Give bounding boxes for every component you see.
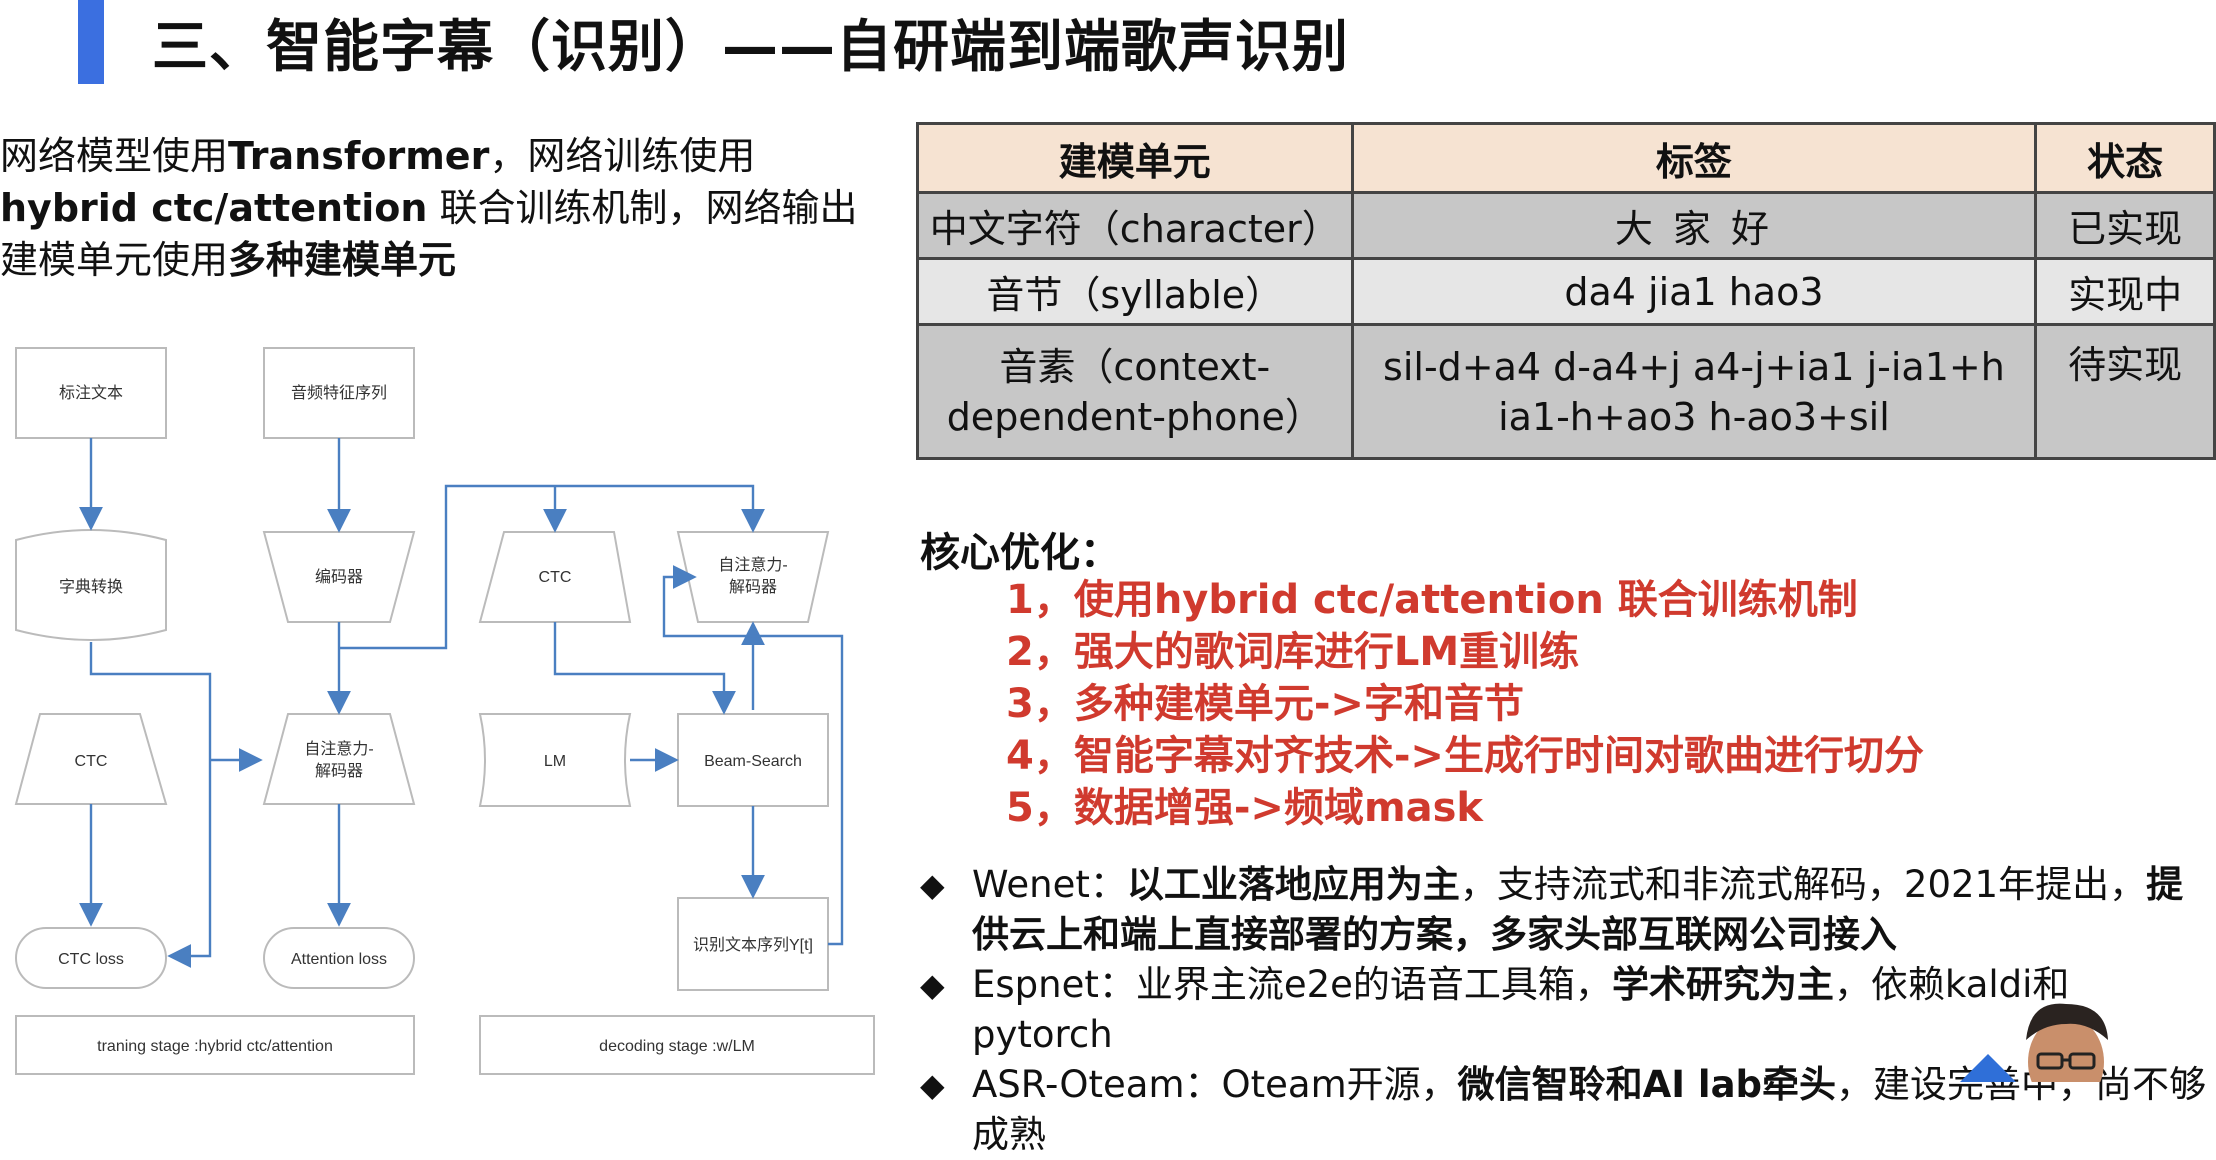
intro-bold: hybrid ctc/attention <box>0 186 428 230</box>
table-cell: 已实现 <box>2034 191 2216 260</box>
lm-box <box>478 713 632 807</box>
bold-text: 学术研究为主 <box>1611 963 1834 1006</box>
table-row: 音节（syllable） da4 jia1 hao3 实现中 <box>916 257 2216 326</box>
list-item: 3，多种建模单元->字和音节 <box>1006 681 1524 727</box>
bullet-text: Espnet：业界主流e2e的语音工具箱，学术研究为主，依赖kaldi和pyto… <box>972 960 2210 1060</box>
decode-stage-box <box>479 1015 875 1075</box>
list-item: 4，智能字幕对齐技术->生成行时间对歌曲进行切分 <box>1006 733 1924 779</box>
modeling-unit-table: 建模单元 标签 状态 中文字符（character） 大 家 好 已实现 音节（… <box>916 122 2216 460</box>
ctc-left-box <box>14 713 168 805</box>
intro-paragraph: 网络模型使用Transformer，网络训练使用 hybrid ctc/atte… <box>0 130 880 286</box>
text: Wenet： <box>972 863 1127 906</box>
dict-convert-box <box>15 529 167 641</box>
decoder-top-box <box>676 531 830 623</box>
label-text-label: 标注文本 <box>59 384 123 402</box>
ctc-loss-box <box>15 927 167 989</box>
bullet-item: ◆ Espnet：业界主流e2e的语音工具箱，学术研究为主，依赖kaldi和py… <box>920 960 2210 1060</box>
arrow <box>553 622 736 715</box>
train-stage-box <box>15 1015 415 1075</box>
beam-search-box <box>677 713 829 807</box>
intro-text: 网络模型使用 <box>0 134 229 178</box>
table-cell: 中文字符（character） <box>916 191 1354 260</box>
intro-bold: 多种建模单元 <box>228 238 457 282</box>
bold-text: 提供云上和端上直接部署的方案，多家头部互联网公司接入 <box>972 863 2184 956</box>
diamond-bullet-icon: ◆ <box>920 966 945 1004</box>
table-row: 中文字符（character） 大 家 好 已实现 <box>916 191 2216 260</box>
presenter-video-overlay <box>1960 1003 2108 1082</box>
decoder-top-label: 自注意力- <box>718 555 787 574</box>
bold-text: 以工业落地应用为主 <box>1126 863 1460 906</box>
audio-feature-box <box>263 347 415 439</box>
table-cell: 音素（context- dependent-phone） <box>916 323 1354 460</box>
table-header-row: 建模单元 标签 状态 <box>916 122 2216 194</box>
intro-text: 建模单元使用 <box>0 238 229 282</box>
ctc-left-label: CTC <box>75 753 108 770</box>
text: ，依赖kaldi和pytorch <box>972 963 2070 1056</box>
recog-seq-box <box>677 897 829 991</box>
bullet-item: ◆ Wenet：以工业落地应用为主，支持流式和非流式解码，2021年提出，提供云… <box>920 860 2210 960</box>
cell-line: sil-d+a4 d-a4+j a4-j+ia1 j-ia1+h <box>1383 344 2005 389</box>
bold-text: 微信智聆和AI lab牵头 <box>1457 1063 1837 1106</box>
decoder-mid-label: 自注意力- <box>304 739 373 758</box>
arrow <box>89 642 212 968</box>
arrow <box>339 484 765 650</box>
table-row: 音素（context- dependent-phone） sil-d+a4 d-… <box>916 323 2216 460</box>
intro-text: ，网络训练使用 <box>489 134 756 178</box>
attention-loss-label: Attention loss <box>291 951 387 968</box>
ctc-top-box <box>478 531 632 623</box>
audio-feature-label: 音频特征序列 <box>291 384 387 402</box>
core-optimization-title: 核心优化： <box>920 530 1120 576</box>
table-cell: 音节（syllable） <box>916 257 1354 326</box>
decoder-mid-label: 解码器 <box>315 762 363 780</box>
table-header: 标签 <box>1350 122 2038 194</box>
table-cell: 大 家 好 <box>1350 191 2038 260</box>
cell-line: ia1-h+ao3 h-ao3+sil <box>1498 394 1890 439</box>
bullet-text: Wenet：以工业落地应用为主，支持流式和非流式解码，2021年提出，提供云上和… <box>972 860 2210 960</box>
diamond-bullet-icon: ◆ <box>920 866 945 904</box>
table-cell: 待实现 <box>2034 323 2216 460</box>
list-item: 1，使用hybrid ctc/attention 联合训练机制 <box>1006 577 1858 623</box>
intro-text: 联合训练机制，网络输出 <box>427 186 858 230</box>
intro-bold: Transformer <box>228 134 490 178</box>
table-header: 建模单元 <box>916 122 1354 194</box>
train-stage-label: traning stage :hybrid ctc/attention <box>97 1038 333 1055</box>
table-cell: 实现中 <box>2034 257 2216 326</box>
recog-seq-label: 识别文本序列Y[t] <box>693 936 813 954</box>
table-cell: sil-d+a4 d-a4+j a4-j+ia1 j-ia1+h ia1-h+a… <box>1350 323 2038 460</box>
encoder-box <box>262 531 416 623</box>
beam-search-label: Beam-Search <box>704 753 802 770</box>
cell-line: dependent-phone） <box>946 394 1323 439</box>
decoder-top-label: 解码器 <box>729 578 777 596</box>
diamond-bullet-icon: ◆ <box>920 1066 945 1104</box>
attention-loss-box <box>263 927 415 989</box>
arrow <box>662 565 844 946</box>
decode-stage-label: decoding stage :w/LM <box>599 1038 755 1055</box>
lm-label: LM <box>544 753 566 770</box>
decoder-mid-box <box>262 713 416 805</box>
ctc-loss-label: CTC loss <box>58 951 124 968</box>
text: ASR-Oteam：Oteam开源， <box>972 1063 1458 1106</box>
text: Espnet：业界主流e2e的语音工具箱， <box>972 963 1612 1006</box>
page-title: 三、智能字幕（识别）——自研端到端歌声识别 <box>152 15 1349 80</box>
text: ，支持流式和非流式解码，2021年提出， <box>1459 863 2147 906</box>
ctc-top-label: CTC <box>539 569 572 586</box>
core-optimization-list: 1，使用hybrid ctc/attention 联合训练机制 2，强大的歌词库… <box>1006 574 1924 834</box>
training-decoding-flow-diagram: 标注文本 音频特征序列 字典转换 编码器 CTC 自注意力- 解码器 CTC 自… <box>14 347 875 1075</box>
table-header: 状态 <box>2034 122 2216 194</box>
list-item: 2，强大的歌词库进行LM重训练 <box>1006 629 1580 675</box>
title-accent-bar <box>78 0 104 84</box>
encoder-label: 编码器 <box>315 568 363 586</box>
list-item: 5，数据增强->频域mask <box>1006 785 1484 831</box>
dict-convert-label: 字典转换 <box>59 578 123 596</box>
table-cell: da4 jia1 hao3 <box>1350 257 2038 326</box>
cell-line: 音素（context- <box>999 344 1271 389</box>
